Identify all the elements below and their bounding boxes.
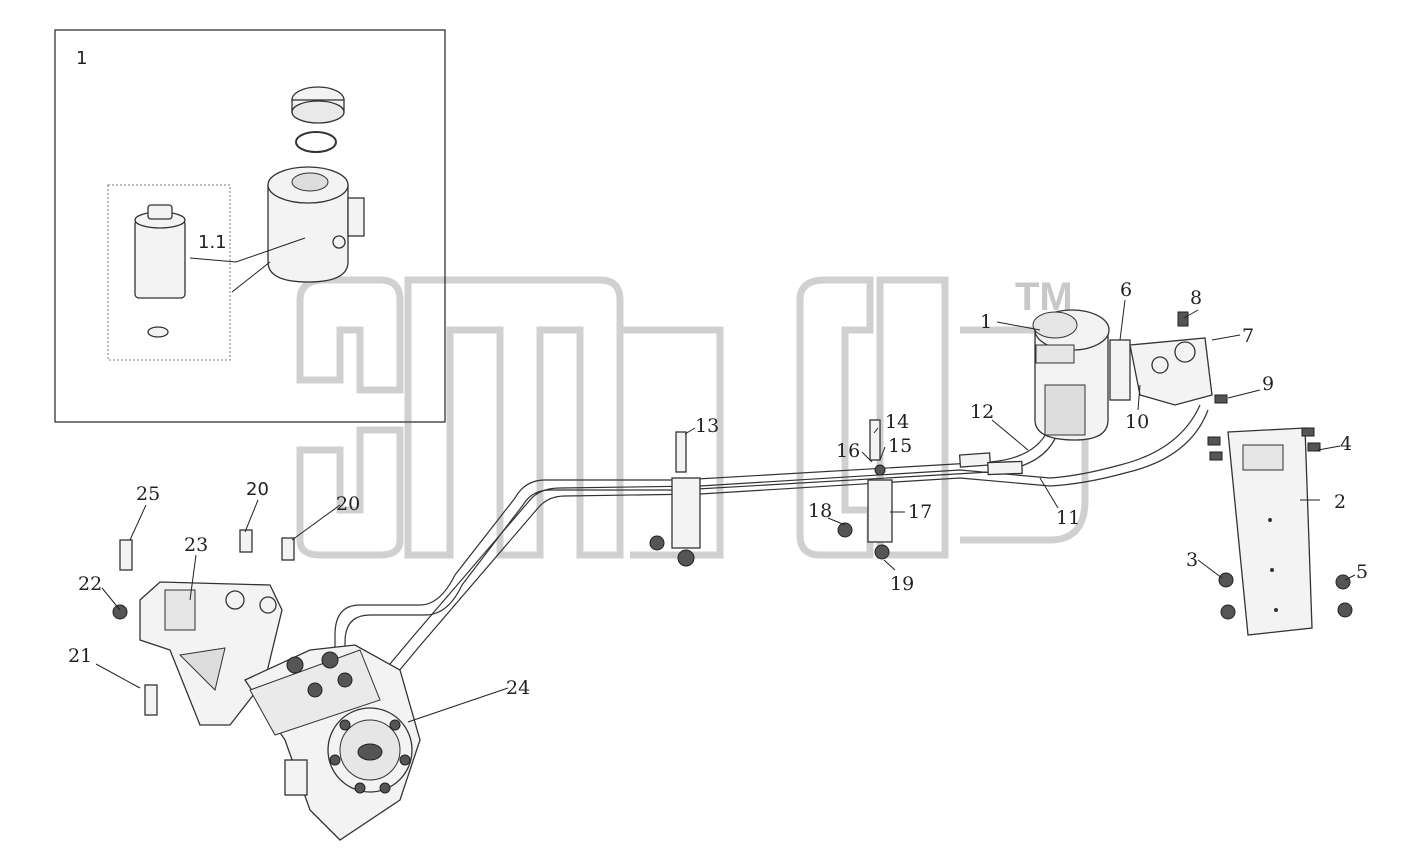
pipe-lines [334,404,1209,707]
callout-22: 22 [78,573,102,595]
callout-21: 21 [68,645,92,667]
leader-lines [95,299,1356,723]
callout-7: 7 [1242,325,1254,347]
inset-detail-1: 1 1.1 [54,29,446,423]
mounting-bracket [1207,427,1353,636]
callout-15: 15 [888,435,912,457]
reservoir-assembly [1032,309,1228,441]
callout-17: 17 [908,501,932,523]
callout-8: 8 [1190,287,1202,309]
pipe-clamps [649,419,893,567]
reservoir-cap-icon [291,86,345,124]
callout-5: 5 [1356,561,1368,583]
steering-gear-assembly [112,529,421,841]
callout-9: 9 [1262,373,1274,395]
callout-6: 6 [1120,279,1132,301]
callout-12: 12 [970,401,994,423]
callout-4: 4 [1340,433,1352,455]
callout-19: 19 [890,573,914,595]
callout-24: 24 [506,677,530,699]
inset-frame [54,29,446,423]
callout-labels: 1 2 3 4 5 6 7 8 9 10 11 12 13 14 15 16 1… [68,279,1368,699]
callout-1: 1 [980,311,992,333]
callout-14: 14 [885,411,909,433]
reservoir-body-icon [267,166,365,283]
callout-1-1: 1.1 [198,232,227,253]
callout-25: 25 [136,483,160,505]
callout-20-b: 20 [336,493,360,515]
filter-element-icon [134,204,186,338]
callout-16: 16 [836,440,860,462]
callout-10: 10 [1125,411,1149,433]
callout-23: 23 [184,534,208,556]
o-ring-icon [295,131,337,153]
callout-2: 2 [1334,491,1346,513]
callout-18: 18 [808,500,832,522]
callout-13: 13 [695,415,719,437]
callout-20-a: 20 [246,479,269,500]
callout-3: 3 [1186,549,1198,571]
callout-11: 11 [1056,507,1080,529]
inset-sub-frame [107,184,231,361]
leader-1-1 [189,237,306,293]
inset-label: 1 [76,48,87,69]
